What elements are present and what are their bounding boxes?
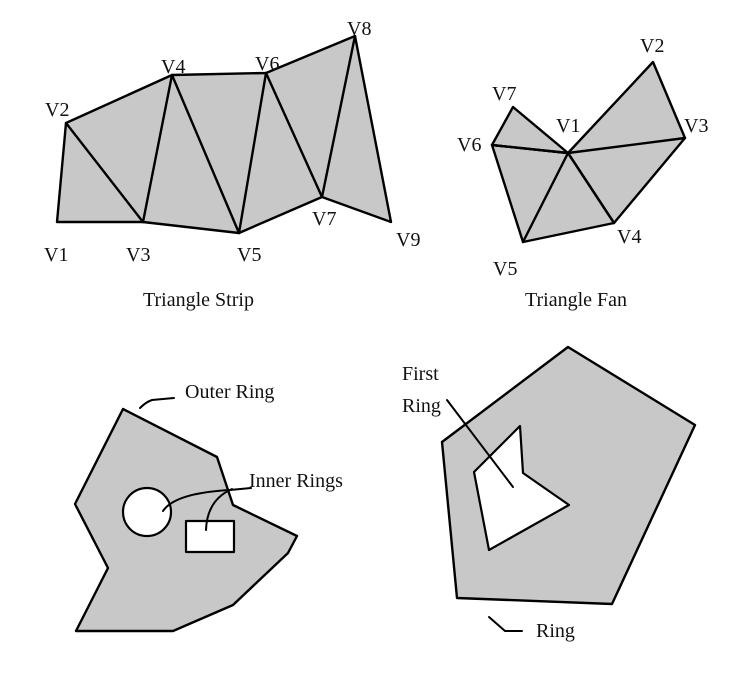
- fan-edge-v1-v3: [566, 136, 687, 155]
- first-ring-label-line2: Ring: [402, 395, 441, 417]
- strip-label-v2: V2: [45, 99, 69, 121]
- outer-ring-leader: [139, 397, 175, 409]
- fan-label-v6: V6: [457, 134, 481, 156]
- strip-edge-v3-v4: [141, 73, 174, 224]
- strip-label-v5: V5: [237, 244, 261, 266]
- first-ring-label-line1: First: [402, 363, 439, 385]
- fan-caption: Triangle Fan: [525, 289, 627, 311]
- fan-label-v7: V7: [492, 83, 516, 105]
- strip-label-v4: V4: [161, 56, 185, 78]
- strip-edge-v2-v3: [64, 121, 145, 224]
- inner-ring-leader-rectangle: [205, 488, 233, 531]
- strip-caption: Triangle Strip: [143, 289, 254, 311]
- polygon-with-inner-rings: Outer Ring Inner Rings: [73, 381, 343, 633]
- strip-label-v9: V9: [396, 229, 420, 251]
- fan-label-v3: V3: [684, 115, 708, 137]
- fan-edge-v1-v4: [566, 151, 616, 225]
- fan-label-v5: V5: [493, 258, 517, 280]
- strip-label-v8: V8: [347, 18, 371, 40]
- strip-label-v1: V1: [44, 244, 68, 266]
- polygon-with-first-ring: First Ring Ring: [402, 345, 697, 642]
- fan-edge-v1-v5: [521, 151, 570, 244]
- fan-edge-v1-v6: [490, 143, 570, 155]
- strip-edge-v4-v5: [170, 73, 241, 235]
- strip-fill: [55, 34, 393, 235]
- ring-label: Ring: [536, 620, 575, 642]
- ring-leader: [488, 616, 523, 632]
- triangle-strip: V1 V2 V3 V4 V5 V6 V7 V8 V9 Triangle Stri…: [44, 18, 420, 311]
- inner-ring-rectangle: [184, 519, 236, 554]
- strip-label-v3: V3: [126, 244, 150, 266]
- inner-ring-circle: [121, 486, 173, 538]
- fan-label-v1: V1: [556, 115, 580, 137]
- strip-label-v7: V7: [312, 208, 336, 230]
- strip-edge-v6-v7: [264, 71, 324, 199]
- strip-label-v6: V6: [255, 53, 279, 75]
- strip-edge-v7-v8: [320, 34, 357, 199]
- first-ring-leader: [446, 399, 514, 488]
- fan-label-v4: V4: [617, 226, 641, 248]
- strip-edge-v5-v6: [237, 71, 268, 235]
- outer-ring-label: Outer Ring: [185, 381, 274, 403]
- first-ring-hole: [472, 424, 571, 552]
- fan-label-v2: V2: [640, 35, 664, 57]
- triangle-fan: V1 V2 V3 V4 V5 V6 V7 Triangle Fan: [457, 35, 708, 311]
- inner-rings-label: Inner Rings: [249, 470, 343, 492]
